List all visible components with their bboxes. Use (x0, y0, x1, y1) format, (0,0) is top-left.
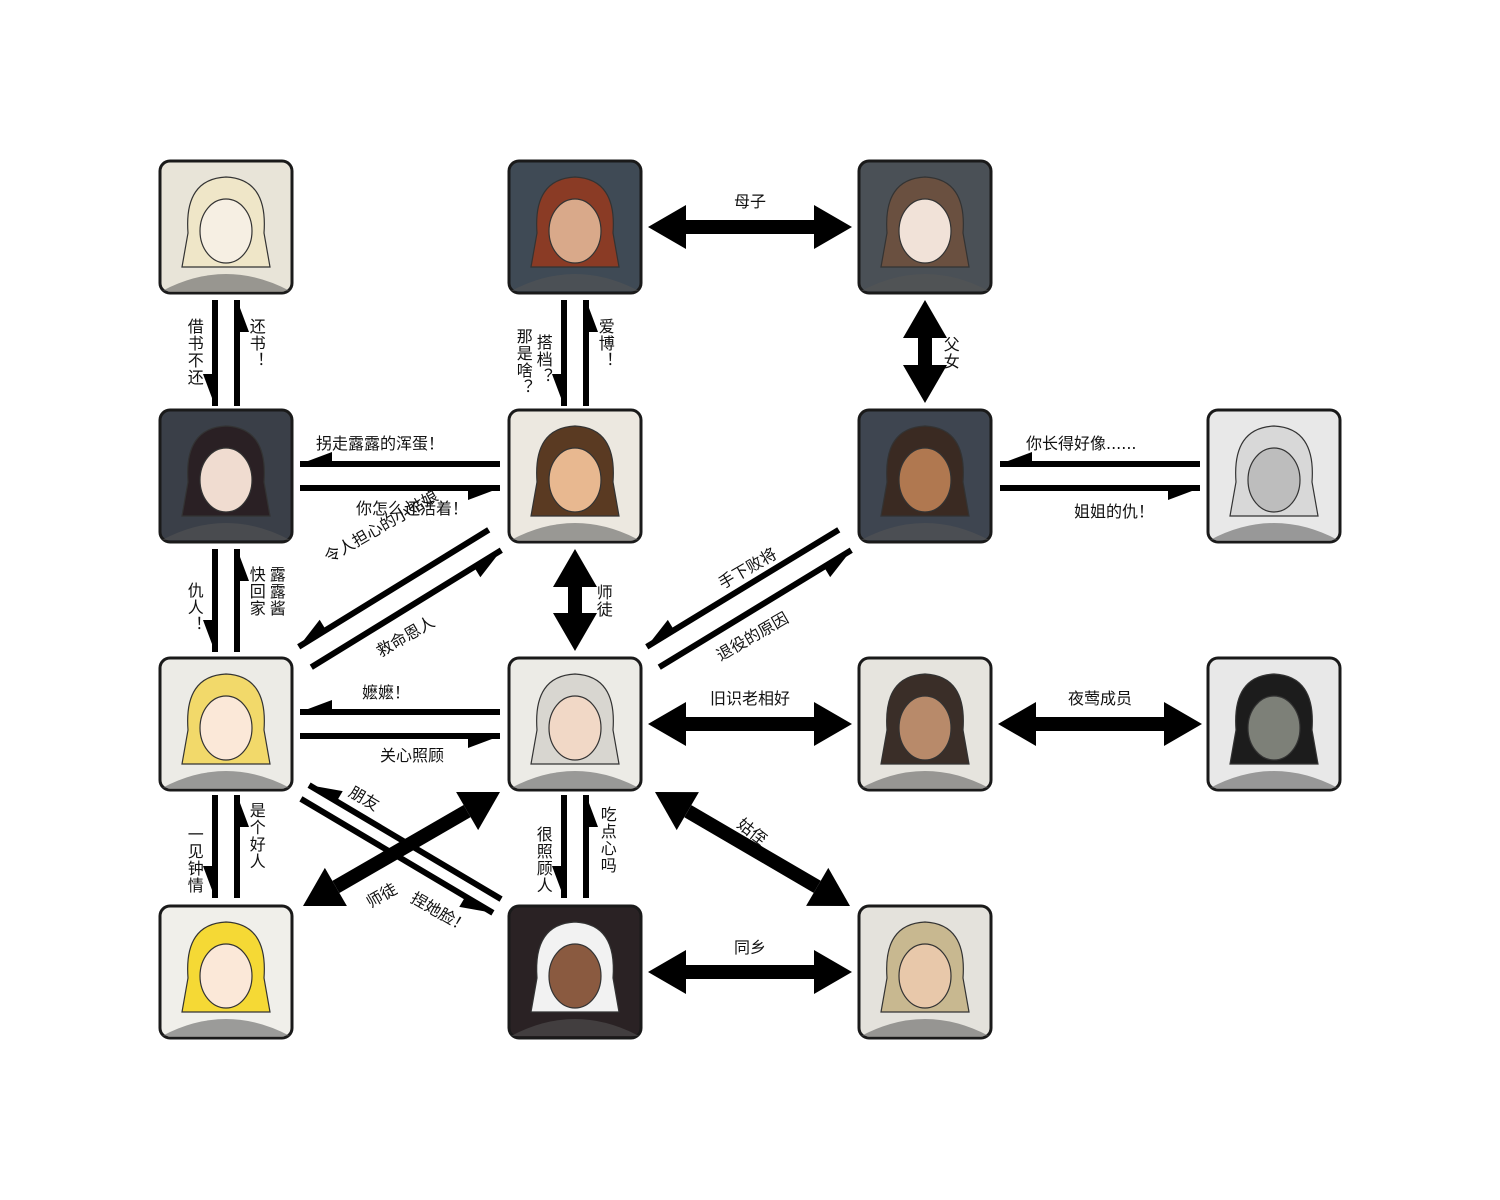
old-nun-portrait (507, 656, 643, 792)
face-shape (548, 447, 602, 513)
label-want-snack: 吃点心吗 (597, 806, 617, 874)
curly-hair-woman-portrait (158, 408, 294, 544)
arrows-look-like-backward (1000, 452, 1200, 467)
arrows-partner-forward (583, 300, 598, 406)
arrows-first-sight-backward (203, 795, 218, 898)
face-shape (898, 198, 952, 264)
label-lulu-chan: 露露酱 (266, 566, 286, 617)
maid-woman-portrait (857, 159, 993, 295)
label-you-look-like: 你长得好像...... (1026, 434, 1137, 453)
witch-hat-portrait (1206, 408, 1342, 544)
shoulders-shape (1210, 771, 1338, 788)
shoulders-shape (162, 274, 290, 291)
label-good-person: 是个好人 (246, 802, 266, 870)
label-come-home: 快回家 (246, 566, 266, 617)
arrows-defeated-backward (657, 547, 853, 670)
arrows-partner-backward (552, 300, 567, 406)
arrows-lulu-forward (203, 549, 218, 652)
arrows-first-sight-forward (234, 795, 249, 898)
arrows-book-forward (234, 300, 249, 406)
arrows-snack-forward (583, 795, 598, 898)
label-nightingale: 夜莺成员 (1068, 689, 1133, 708)
label-care: 关心照顾 (380, 746, 445, 765)
arrow-mentor-apprentice (553, 549, 597, 651)
face-shape (898, 695, 952, 761)
label-mother-son: 母子 (734, 192, 767, 211)
arrow-mother-son (648, 205, 852, 249)
shoulders-shape (511, 523, 639, 540)
face-shape (199, 943, 253, 1009)
shoulders-shape (861, 1019, 989, 1036)
shoulders-shape (861, 771, 989, 788)
arrow-same-hometown (648, 950, 852, 994)
arrows-snack-backward (552, 795, 567, 898)
nun-girl-portrait (158, 656, 294, 792)
label-love-bo: 爱博！ (595, 318, 615, 369)
shoulders-shape (511, 771, 639, 788)
arrow-father-daughter (903, 300, 947, 403)
face-shape (1247, 447, 1301, 513)
character-portraits (158, 159, 1342, 1040)
label-abductor: 拐走露露的浑蛋！ (316, 434, 445, 453)
arrows-lulu-backward (234, 549, 249, 652)
arrows-granny-forward (300, 733, 500, 748)
lady-portrait (158, 159, 294, 295)
shoulders-shape (861, 523, 989, 540)
arrows-granny-backward (300, 700, 500, 715)
blond-boy-portrait (158, 904, 294, 1040)
arrow-aunt-nephew (655, 792, 850, 906)
face-shape (548, 943, 602, 1009)
arrow-old-flame (648, 702, 852, 746)
face-shape (199, 695, 253, 761)
label-borrow-book: 借书不还 (184, 318, 204, 386)
face-shape (1247, 695, 1301, 761)
arrow-teacher-pupil (303, 791, 500, 907)
face-shape (898, 943, 952, 1009)
arrows-defeated-forward (645, 527, 841, 650)
face-shape (199, 447, 253, 513)
label-return-book: 还书！ (246, 318, 266, 369)
label-caring: 很照顾人 (533, 826, 553, 894)
arrows-friends-forward (299, 796, 495, 916)
shoulders-shape (511, 274, 639, 291)
eyepatch-man-portrait (507, 159, 643, 295)
arrows-book-backward (203, 300, 218, 406)
shoulders-shape (162, 523, 290, 540)
monocle-man-portrait (507, 408, 643, 544)
arrows-friends-backward (307, 782, 503, 902)
shoulders-shape (861, 274, 989, 291)
arrow-nightingale (998, 702, 1202, 746)
relationship-arrows (203, 205, 1202, 994)
ash-blond-man-portrait (857, 904, 993, 1040)
label-still-alive: 你怎么还活着！ (356, 499, 469, 518)
label-partner: 搭档？ (533, 334, 553, 385)
pirate-man-portrait (857, 656, 993, 792)
face-shape (548, 198, 602, 264)
label-love-first-sight: 一见钟情 (184, 826, 204, 894)
arrows-savior-backward (309, 547, 503, 670)
label-same-hometown: 同乡 (734, 938, 767, 957)
label-mentor-apprentice: 师徒 (593, 584, 613, 618)
white-hair-child-portrait (507, 904, 643, 1040)
arrows-abductor-forward (300, 485, 500, 500)
label-enemy: 仇人！ (184, 582, 204, 633)
label-father-daughter: 父女 (940, 336, 960, 370)
arrows-abductor-backward (300, 452, 500, 467)
arrows-look-like-forward (1000, 485, 1200, 500)
shoulders-shape (511, 1019, 639, 1036)
label-sister-revenge: 姐姐的仇！ (1074, 502, 1155, 521)
label-old-flame: 旧识老相好 (710, 689, 791, 708)
shoulders-shape (162, 771, 290, 788)
face-shape (199, 198, 253, 264)
label-what-is-that: 那是啥？ (513, 328, 533, 396)
face-shape (548, 695, 602, 761)
label-granny: 嬷嬷！ (362, 683, 411, 702)
face-shape (898, 447, 952, 513)
shoulders-shape (1210, 523, 1338, 540)
shoulders-shape (162, 1019, 290, 1036)
hooded-figure-portrait (1206, 656, 1342, 792)
arrows-savior-forward (297, 527, 491, 650)
tan-man-portrait (857, 408, 993, 544)
